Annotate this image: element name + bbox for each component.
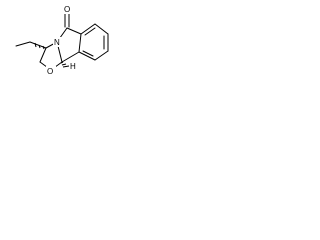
hash-h-2 <box>61 63 67 66</box>
bond-c5-c4a <box>66 27 82 35</box>
bond-ch2-ch3 <box>15 41 31 47</box>
bond-c4a-c9a <box>78 33 82 53</box>
atom-label-o-carbonyl: O <box>64 5 70 14</box>
hash-h-3 <box>62 65 70 68</box>
bond-ar-5 <box>78 51 96 61</box>
bond-ar-inner-1 <box>84 27 96 36</box>
hash-et-1 <box>42 45 45 50</box>
bond-ar-inner-3 <box>82 50 94 57</box>
bond-ar-2 <box>94 23 109 35</box>
hash-et-3 <box>34 42 37 48</box>
structure-diagram: O N O H <box>0 0 120 82</box>
atom-label-o-ring: O <box>47 67 53 76</box>
atom-label-n: N <box>54 38 60 47</box>
atom-label-h: H <box>70 62 76 71</box>
bond-c3-c2 <box>39 47 47 63</box>
bond-ar-4 <box>94 50 109 61</box>
bond-c9a-c9b <box>61 51 80 63</box>
molecule-svg: O N O H <box>15 4 109 76</box>
hash-h-1 <box>60 61 64 64</box>
hash-et-2 <box>38 44 41 49</box>
bond-ar-1 <box>80 23 96 35</box>
